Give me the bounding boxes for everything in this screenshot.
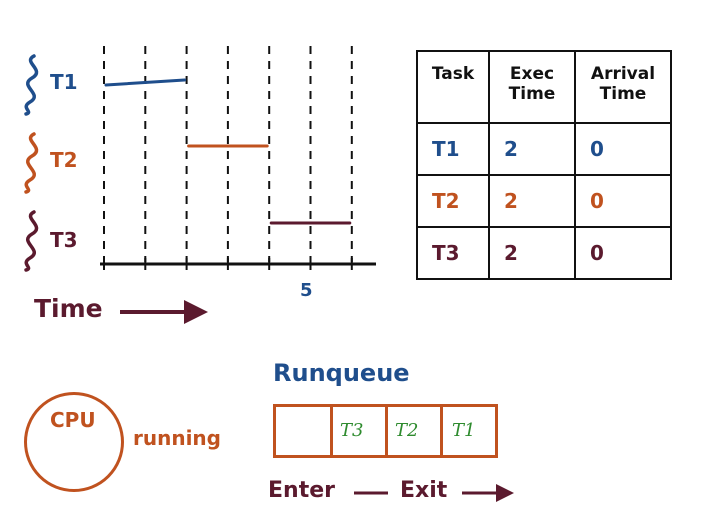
thread-label-t3: T3 [50,228,78,252]
timeline-axis-ticks [103,258,353,270]
header-exec-time: Exec Time [488,50,576,124]
cpu-circle [24,392,124,492]
runqueue-slot-t1 [440,404,498,458]
runqueue-item-t1: T1 [452,420,476,441]
thread-label-t2: T2 [50,148,78,172]
task-table-header: Task Exec Time Arrival Time [416,50,672,124]
header-arrival-time: Arrival Time [574,50,672,124]
table-row: T2 2 0 [416,174,672,228]
thread-squiggle-icon [24,210,39,272]
thread-squiggle-icon [24,132,39,194]
cpu-label: CPU [50,408,96,432]
cell-exec-time: 2 [488,122,576,176]
cell-arrival-time: 0 [574,122,672,176]
cell-arrival-time: 0 [574,226,672,280]
header-task: Task [416,50,490,124]
runqueue-item-t3: T3 [340,420,364,441]
table-row: T1 2 0 [416,122,672,176]
time-arrow-icon [120,300,208,324]
thread-squiggle-icon [24,54,39,116]
time-tick-label: 5 [300,280,313,301]
cell-task: T1 [416,122,490,176]
enter-exit-arrow-icon [354,484,514,502]
cell-task: T2 [416,174,490,228]
task-table: Task Exec Time Arrival Time T1 2 0 T2 2 … [416,50,672,280]
thread-icons [24,54,39,272]
timeline-segment-t1 [104,78,187,87]
runqueue-slot-empty [273,404,333,458]
timeline-gridlines [103,46,353,262]
cpu-status: running [133,426,221,450]
thread-label-t1: T1 [50,70,78,94]
cell-exec-time: 2 [488,174,576,228]
table-row: T3 2 0 [416,226,672,280]
runqueue-enter-label: Enter [268,478,335,503]
runqueue-exit-label: Exit [400,478,448,503]
runqueue-item-t2: T2 [395,420,419,441]
cell-arrival-time: 0 [574,174,672,228]
timeline-segments [104,78,352,225]
cell-task: T3 [416,226,490,280]
runqueue-title: Runqueue [273,359,410,387]
time-axis-label: Time [34,294,103,323]
cell-exec-time: 2 [488,226,576,280]
